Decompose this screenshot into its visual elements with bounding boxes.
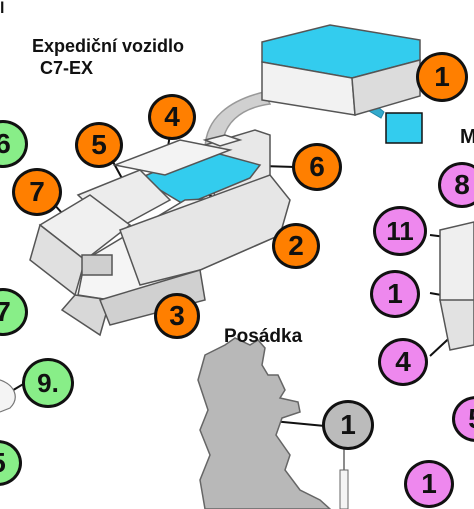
callout-orange-6: 6 xyxy=(292,143,342,191)
right-section-letter: M xyxy=(460,126,474,148)
callout-orange-7: 7 xyxy=(12,168,62,216)
vehicle-model: C7-EX xyxy=(40,58,94,78)
callout-orange-3: 3 xyxy=(154,293,200,339)
left-partial-shape xyxy=(0,379,16,413)
vehicle-title: Expediční vozidlo xyxy=(32,36,185,56)
callout-pink-1a: 1 xyxy=(370,270,420,318)
cargo-box-shape xyxy=(261,24,421,116)
corner-letter: l xyxy=(0,0,5,17)
callout-pink-11: 11 xyxy=(373,206,427,256)
callout-orange-2: 2 xyxy=(272,223,320,269)
callout-orange-4: 4 xyxy=(148,94,196,140)
crew-title: Posádka xyxy=(224,326,303,347)
callout-orange-5: 5 xyxy=(75,122,123,168)
vehicle-shape xyxy=(29,129,291,337)
callout-pink-4: 4 xyxy=(378,338,428,386)
callout-gray-1: 1 xyxy=(322,400,374,450)
callout-pink-1b: 1 xyxy=(404,460,454,508)
callout-orange-1: 1 xyxy=(416,52,468,102)
right-device-shape xyxy=(439,221,474,351)
crew-silhouette xyxy=(197,337,349,509)
callout-pink-8: 8 xyxy=(438,162,474,208)
callout-green-9: 9. xyxy=(22,358,74,408)
